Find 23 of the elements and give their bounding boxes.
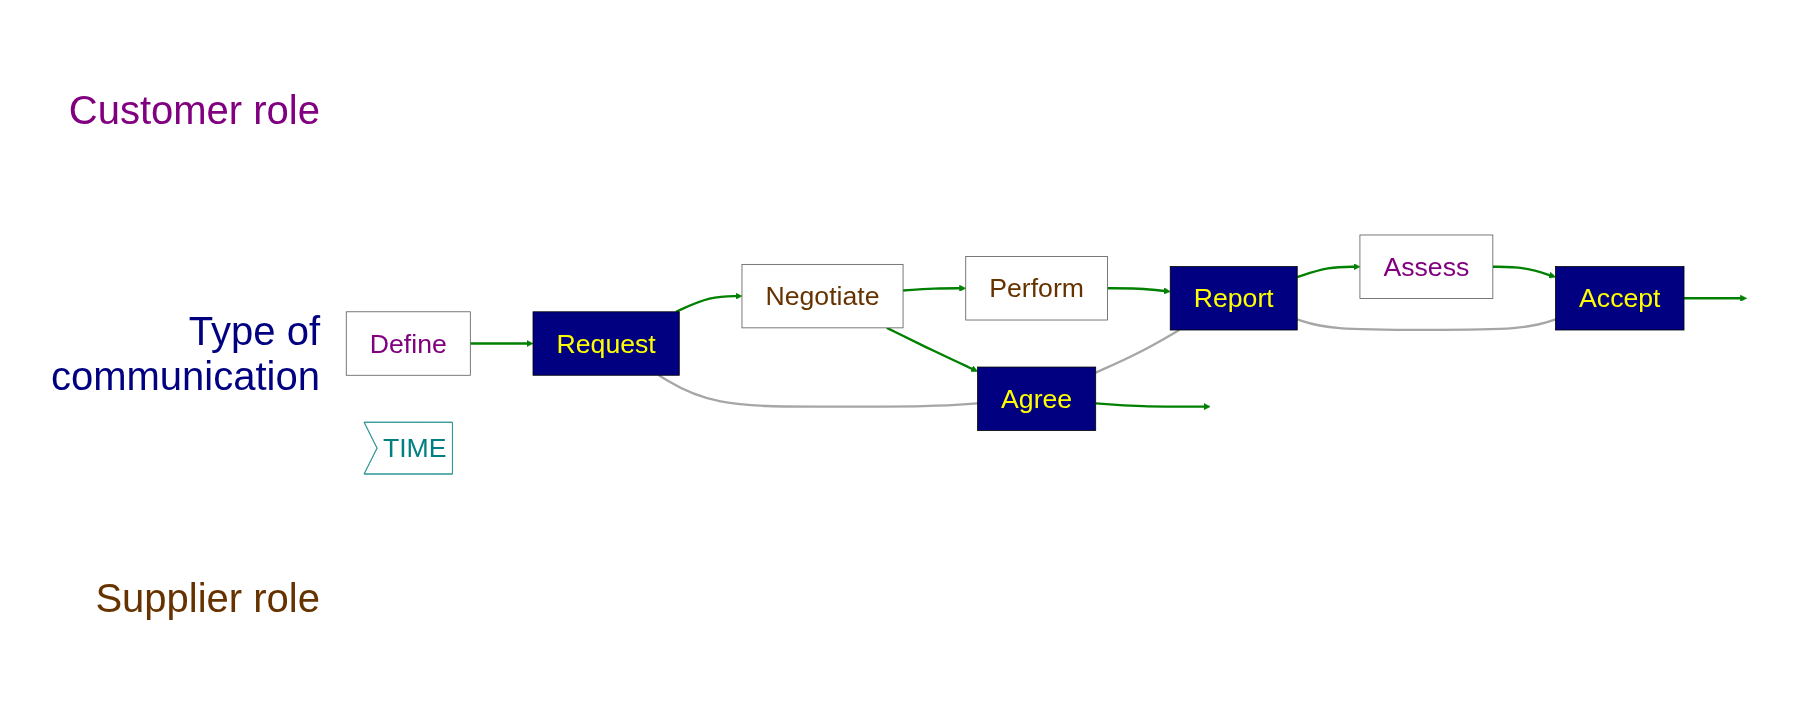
node-box: Agree: [977, 366, 1097, 431]
node-box: Assess: [1359, 234, 1494, 299]
arrow: [1107, 287, 1171, 295]
row-label: Type of communication: [50, 309, 320, 400]
arrow: [470, 340, 534, 347]
node-box: Define: [345, 311, 471, 376]
node-box: Request: [532, 311, 680, 376]
connector: [658, 374, 978, 408]
arrow: [886, 326, 978, 372]
arrow: [1492, 265, 1556, 279]
node-box: Negotiate: [741, 264, 904, 329]
node-box: Report: [1169, 266, 1298, 331]
arrow: [675, 292, 743, 313]
arrow: [1684, 294, 1747, 302]
arrow: [1095, 402, 1211, 411]
node-box: Perform: [965, 256, 1108, 321]
arrow: [1296, 263, 1361, 279]
connector: [1296, 318, 1556, 331]
node-box: Accept: [1555, 266, 1685, 331]
arrow: [902, 284, 967, 292]
row-label: Customer role: [67, 88, 320, 134]
connector: [1095, 329, 1180, 374]
row-label: Supplier role: [94, 575, 320, 621]
